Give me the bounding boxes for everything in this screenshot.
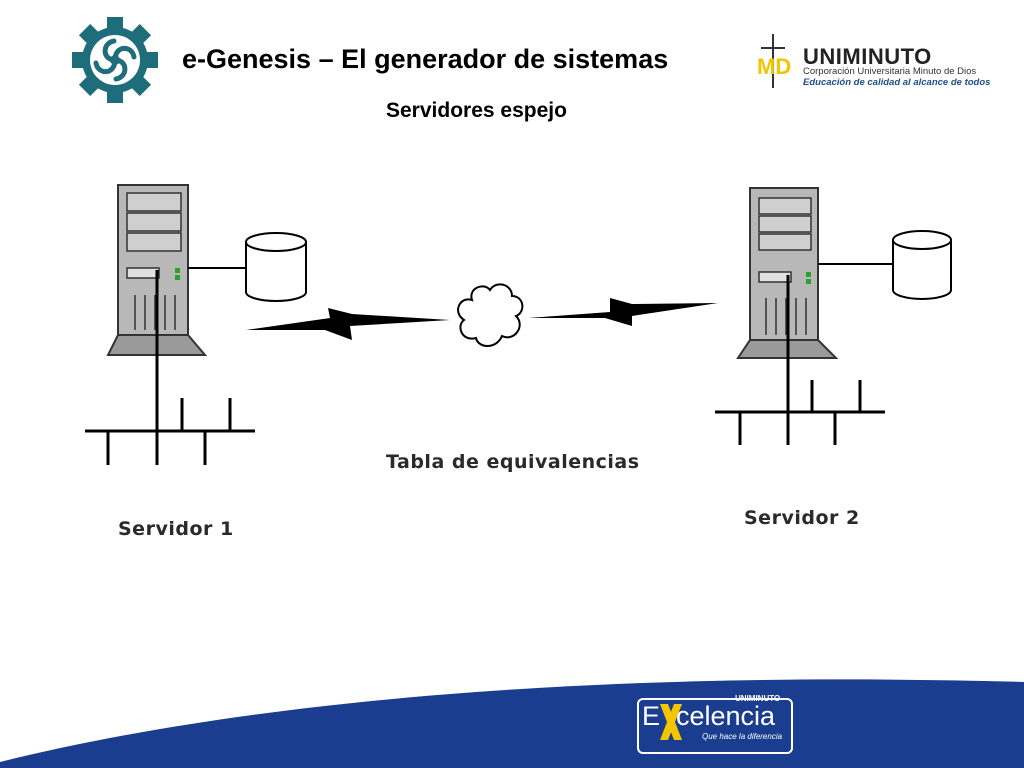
university-name: UNIMINUTO (803, 44, 932, 69)
lightning-right (528, 298, 718, 326)
md-mark-text: MD (757, 54, 791, 79)
excelencia-brand: UNIMINUTO (735, 694, 781, 703)
excelencia-word: celencia (676, 701, 776, 731)
slide-subtitle: Servidores espejo (386, 99, 567, 122)
center-label: Tabla de equivalencias (386, 451, 640, 473)
university-logo: MD (755, 30, 995, 92)
excelencia-logo (637, 698, 793, 754)
university-line1: Corporación Universitaria Minuto de Dios (803, 66, 977, 77)
excelencia-x-icon (660, 704, 682, 740)
excelencia-letter: E (642, 701, 661, 731)
slide-title: e-Genesis – El generador de sistemas (182, 44, 669, 74)
server-left-label: Servidor 1 (118, 518, 234, 540)
database-left-icon (188, 232, 307, 302)
database-right-icon (818, 230, 952, 300)
lan-right (715, 275, 885, 445)
gear-logo (72, 17, 158, 103)
university-line2: Educación de calidad al alcance de todos (803, 77, 991, 88)
lightning-left (246, 308, 450, 340)
md-mark-icon: MD (757, 34, 791, 88)
excelencia-tagline: Que hace la diferencia (702, 732, 783, 741)
footer-band (0, 679, 1024, 768)
internet-cloud (457, 283, 524, 347)
network-diagram (85, 184, 952, 465)
lan-left (85, 270, 255, 465)
server-right-label: Servidor 2 (744, 507, 860, 529)
